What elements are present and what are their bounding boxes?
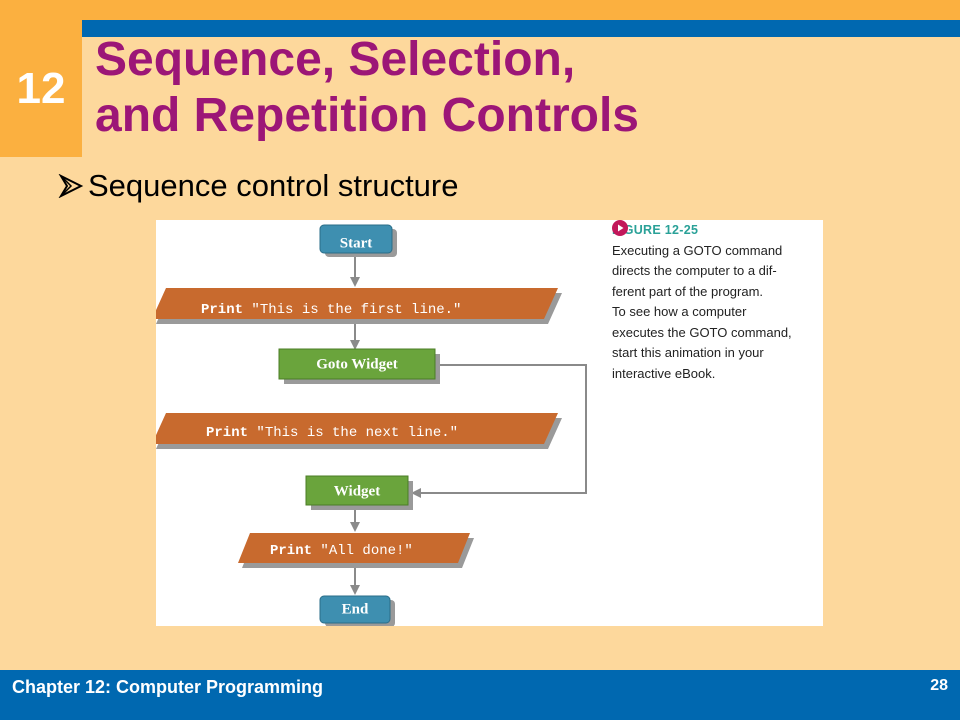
print3-label: Print "All done!"	[270, 543, 413, 559]
page-number: 28	[930, 677, 948, 694]
end-node: End	[319, 595, 395, 626]
print-node-1: Print "This is the first line."	[156, 288, 562, 324]
print1-label: Print "This is the first line."	[201, 302, 461, 318]
goto-widget-node: Goto Widget	[278, 348, 440, 384]
flow-connectors	[350, 253, 587, 595]
slide-title: Sequence, Selection, and Repetition Cont…	[95, 32, 639, 144]
top-blue-bar	[82, 20, 960, 37]
play-icon	[612, 220, 628, 236]
bullet-item: Sequence control structure	[58, 168, 459, 204]
start-label: Start	[340, 235, 373, 251]
print-node-3: Print "All done!"	[238, 533, 474, 568]
slide-title-line2: and Repetition Controls	[95, 89, 639, 142]
goto-widget-label: Goto Widget	[316, 356, 398, 372]
caption-line: interactive eBook.	[612, 365, 716, 381]
end-label: End	[342, 601, 369, 617]
caption-line: Executing a GOTO command	[612, 242, 783, 258]
top-accent-bar	[0, 0, 960, 20]
figure-label: FIGURE 12-25	[612, 223, 699, 237]
figure-panel: Start Print "This is the first line." Go…	[156, 220, 823, 626]
caption-line: ferent part of the program.	[612, 283, 764, 299]
figure-caption: FIGURE 12-25 Executing a GOTO command di…	[612, 220, 827, 384]
slide-title-line1: Sequence, Selection,	[95, 33, 576, 86]
print2-label: Print "This is the next line."	[206, 425, 458, 441]
caption-line: start this animation in your	[612, 345, 764, 360]
chapter-number: 12	[16, 63, 66, 113]
caption-line-animation: To see how a computer	[612, 220, 827, 323]
start-node: Start	[319, 224, 397, 257]
print-node-2: Print "This is the next line."	[156, 413, 562, 449]
caption-line: executes the GOTO command,	[612, 324, 792, 340]
footer-bar: Chapter 12: Computer Programming 28	[0, 670, 960, 720]
bullet-text: Sequence control structure	[88, 168, 459, 203]
caption-line: directs the computer to a dif-	[612, 263, 777, 278]
widget-node: Widget	[305, 475, 413, 510]
footer-chapter: Chapter 12: Computer Programming	[12, 677, 324, 697]
widget-label: Widget	[334, 483, 380, 499]
chapter-number-badge: 12	[0, 20, 82, 157]
flowchart-diagram: Start Print "This is the first line." Go…	[156, 224, 587, 626]
arrow-bullet-icon	[58, 174, 84, 198]
